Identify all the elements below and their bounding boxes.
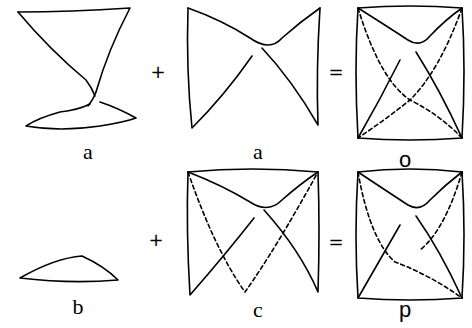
knot-sketch [356, 6, 464, 140]
plus-sign: + [148, 231, 163, 249]
part-letter: c [253, 299, 263, 321]
part-letter: b [73, 296, 84, 318]
part-letter: a [253, 141, 263, 163]
part-letter: a [83, 141, 93, 163]
knot-sketch [188, 8, 321, 128]
plus-sign: + [150, 63, 165, 81]
equals-sign: = [328, 63, 343, 81]
result-letter: o [399, 149, 411, 171]
knot-sketch [187, 169, 319, 295]
knot-sketch [356, 169, 464, 300]
result-letter: p [399, 299, 411, 321]
equals-sign: = [328, 233, 343, 251]
knot-sketch [18, 8, 136, 129]
knot-sketch [20, 256, 118, 282]
